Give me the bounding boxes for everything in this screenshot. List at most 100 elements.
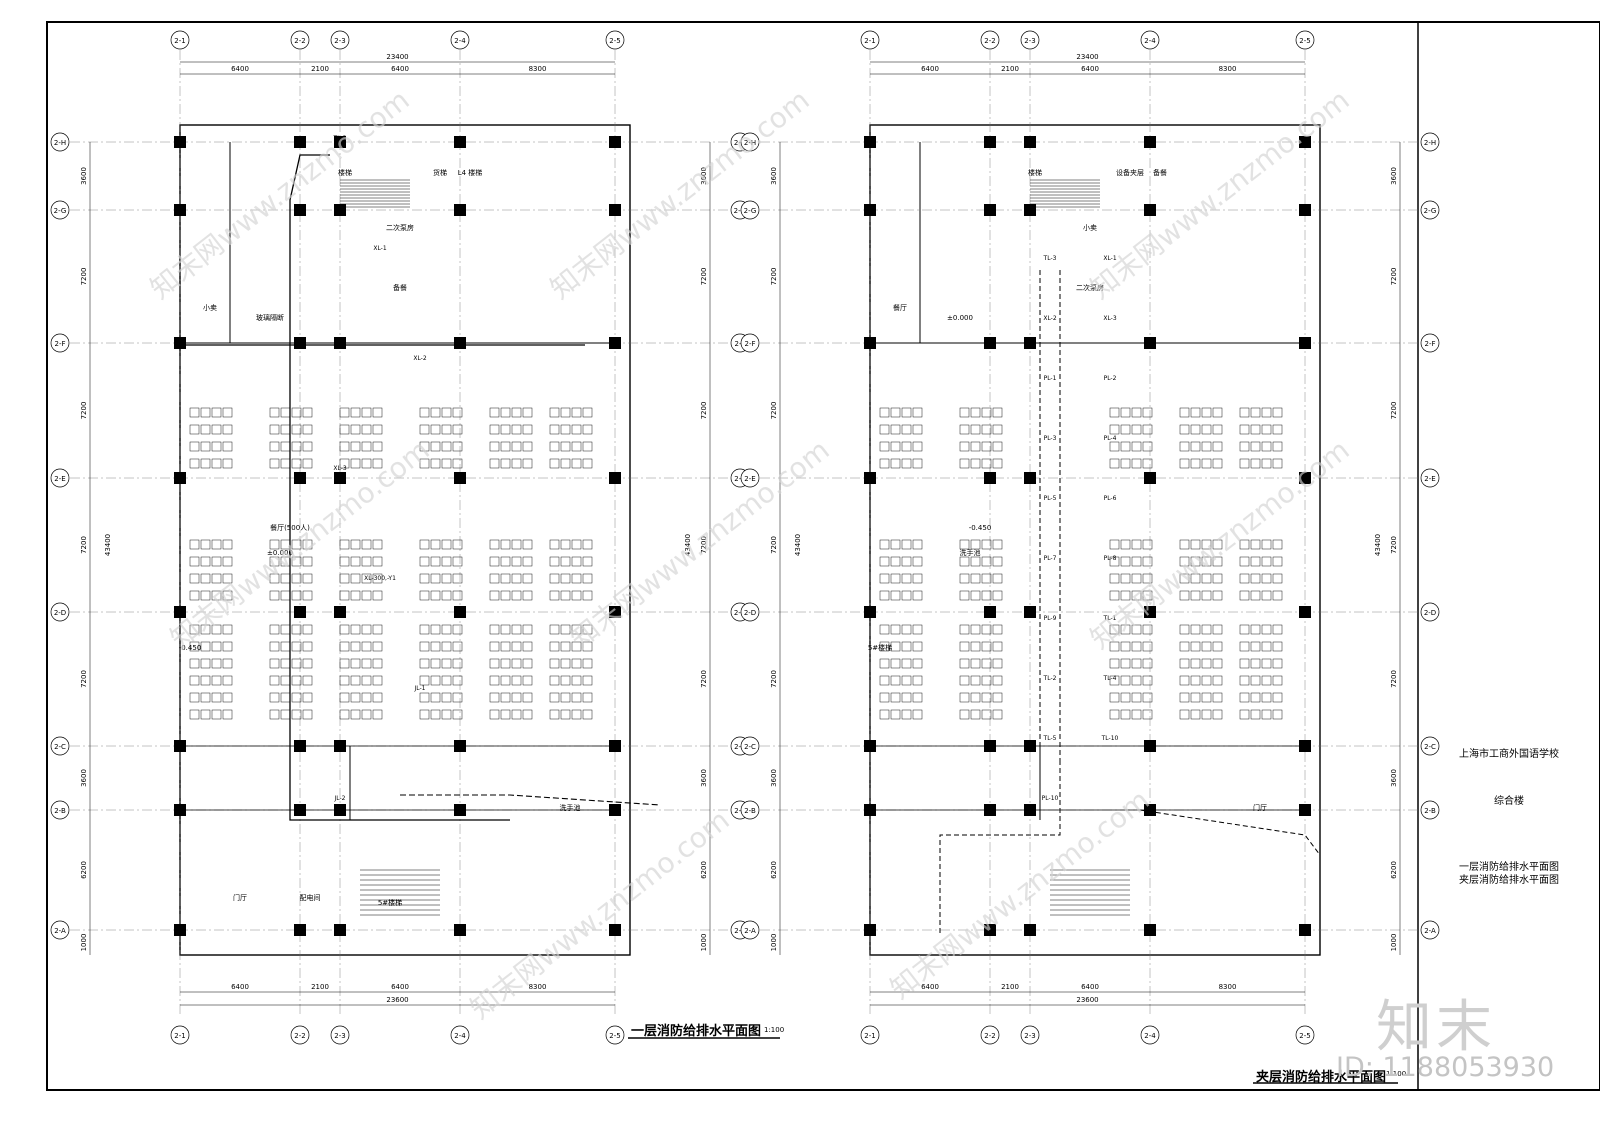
grid-label: 2-H bbox=[1424, 139, 1436, 147]
dining-seat bbox=[441, 624, 452, 635]
grid-label: 2-5 bbox=[1299, 37, 1310, 45]
dining-seat bbox=[1190, 675, 1201, 686]
dining-seat bbox=[1120, 658, 1131, 669]
dining-seat bbox=[1250, 556, 1261, 567]
grid-label: 2-A bbox=[54, 927, 66, 935]
grid-bubble bbox=[980, 1025, 1000, 1045]
dining-seat bbox=[1109, 407, 1120, 418]
dining-seat bbox=[452, 424, 463, 435]
structural-column bbox=[174, 924, 186, 936]
dining-seat bbox=[222, 424, 233, 435]
dining-seat bbox=[372, 407, 383, 418]
dining-seat bbox=[200, 424, 211, 435]
dining-seat bbox=[269, 573, 280, 584]
grid-bubble bbox=[50, 920, 70, 940]
dining-seat bbox=[912, 441, 923, 452]
grid-label: 2-3 bbox=[1024, 1032, 1035, 1040]
dining-seat bbox=[522, 709, 533, 720]
dining-seat bbox=[522, 692, 533, 703]
dining-seat bbox=[269, 424, 280, 435]
dining-seat bbox=[200, 556, 211, 567]
dimension-segment: 1000 bbox=[80, 934, 88, 952]
dining-seat bbox=[489, 556, 500, 567]
dining-seat bbox=[489, 709, 500, 720]
structural-column bbox=[454, 136, 466, 148]
dining-seat bbox=[372, 573, 383, 584]
pipe-tag: TL-3 bbox=[333, 135, 347, 142]
dining-seat bbox=[489, 573, 500, 584]
drawing-name-line2: 夹层消防给排水平面图 bbox=[1459, 875, 1559, 886]
dining-seat bbox=[441, 675, 452, 686]
watermark-logo: 知末 bbox=[1376, 995, 1496, 1060]
room-label: 餐厅 bbox=[893, 303, 907, 312]
room-label: 洗手池 bbox=[960, 548, 981, 557]
dining-seat bbox=[430, 458, 441, 469]
dimension-segment: 1000 bbox=[770, 934, 778, 952]
dining-seat bbox=[200, 573, 211, 584]
dining-seat bbox=[280, 675, 291, 686]
structural-column bbox=[334, 606, 346, 618]
grid-bubble bbox=[1420, 333, 1440, 353]
structural-column bbox=[1144, 136, 1156, 148]
dining-seat bbox=[912, 573, 923, 584]
dining-seat bbox=[1190, 692, 1201, 703]
dining-seat bbox=[291, 590, 302, 601]
dining-seat bbox=[901, 641, 912, 652]
dining-seat bbox=[571, 539, 582, 550]
pipe-tag: PL-3 bbox=[1044, 435, 1057, 442]
drawing-name-line1: 一层消防给排水平面图 bbox=[1459, 862, 1559, 873]
dining-seat bbox=[879, 590, 890, 601]
dining-seat bbox=[222, 458, 233, 469]
dining-seat bbox=[211, 539, 222, 550]
dining-seat bbox=[1272, 641, 1283, 652]
dining-seat bbox=[1109, 641, 1120, 652]
dining-seat bbox=[361, 590, 372, 601]
dining-seat bbox=[1109, 658, 1120, 669]
dining-seat bbox=[511, 590, 522, 601]
dining-seat bbox=[1201, 407, 1212, 418]
dimension-segment: 8300 bbox=[1219, 983, 1237, 991]
dining-seat bbox=[1109, 458, 1120, 469]
dining-seat bbox=[912, 692, 923, 703]
dining-seat bbox=[222, 658, 233, 669]
dining-seat bbox=[302, 641, 313, 652]
dimension-segment: 8300 bbox=[1219, 65, 1237, 73]
dining-seat bbox=[1201, 539, 1212, 550]
grid-bubble bbox=[605, 1025, 625, 1045]
dining-seat bbox=[992, 624, 1003, 635]
pipe-tag: TL-2 bbox=[1043, 675, 1057, 682]
dining-seat bbox=[419, 624, 430, 635]
dining-seat bbox=[222, 624, 233, 635]
dining-seat bbox=[970, 407, 981, 418]
grid-bubble bbox=[50, 736, 70, 756]
dining-seat bbox=[1250, 658, 1261, 669]
dining-seat bbox=[1120, 624, 1131, 635]
dimension-segment: 3600 bbox=[1390, 769, 1398, 787]
dining-seat bbox=[1212, 709, 1223, 720]
dining-seat bbox=[879, 441, 890, 452]
pipe-tag: TL-3 bbox=[1043, 255, 1057, 262]
dining-seat bbox=[302, 692, 313, 703]
dining-seat bbox=[452, 573, 463, 584]
dining-seat bbox=[901, 573, 912, 584]
structural-column bbox=[294, 204, 306, 216]
dining-seat bbox=[500, 709, 511, 720]
dining-seat bbox=[489, 658, 500, 669]
dining-seat bbox=[280, 458, 291, 469]
dimension-segment: 6200 bbox=[770, 861, 778, 879]
structural-column bbox=[294, 136, 306, 148]
grid-label: 2-A bbox=[1424, 927, 1436, 935]
dining-seat bbox=[269, 539, 280, 550]
dimension-segment: 2100 bbox=[1001, 65, 1019, 73]
dining-seat bbox=[901, 407, 912, 418]
dining-seat bbox=[511, 709, 522, 720]
dining-seat bbox=[339, 624, 350, 635]
dining-seat bbox=[901, 709, 912, 720]
grid-label: 2-E bbox=[734, 475, 745, 483]
grid-label: 2-4 bbox=[1144, 1032, 1156, 1040]
structural-column bbox=[334, 472, 346, 484]
dining-seat bbox=[1120, 539, 1131, 550]
dining-seat bbox=[222, 539, 233, 550]
dining-seat bbox=[441, 590, 452, 601]
room-label: 5#楼梯 bbox=[378, 898, 402, 907]
